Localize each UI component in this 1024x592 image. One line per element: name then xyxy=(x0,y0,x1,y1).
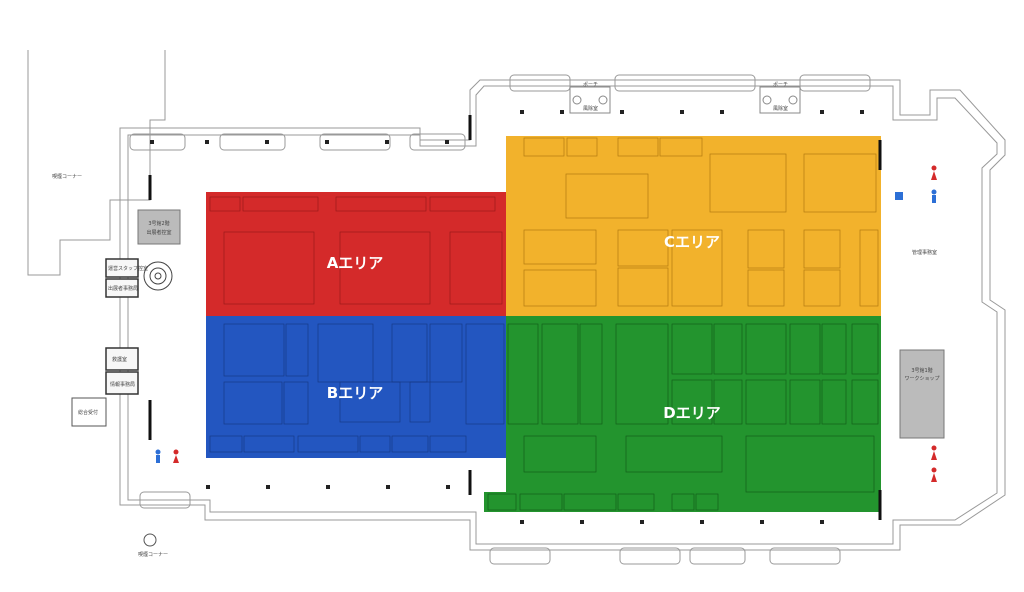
area-C[interactable]: Cエリア xyxy=(506,136,881,316)
office-3f-2-line1: 3号館2階 xyxy=(148,220,169,227)
restroom-icon-right-bottom xyxy=(931,445,937,482)
area-A-label: Aエリア xyxy=(327,254,384,272)
area-D[interactable]: Dエリア xyxy=(484,316,881,512)
restroom-icon-right-top xyxy=(895,165,937,203)
porch-right-label: ポーチ xyxy=(773,81,788,88)
office-3f-2-box xyxy=(137,209,181,245)
window-bays-top xyxy=(129,74,871,565)
office-small-2-label: 出展者事務局 xyxy=(108,285,138,292)
area-B[interactable]: Bエリア xyxy=(206,316,506,458)
restroom-icon-left xyxy=(155,449,179,463)
workshop-line1: 3号館1階 xyxy=(911,367,932,374)
spiral-staircase-icon xyxy=(143,261,173,291)
office-small-4-label: 情報事務局 xyxy=(110,381,135,388)
workshop-line2: ワークショップ xyxy=(904,376,939,382)
general-reception-label: 総合受付 xyxy=(78,409,98,416)
windbreak-left-label: 風除室 xyxy=(583,105,598,112)
area-A[interactable]: Aエリア xyxy=(206,192,506,316)
office-small-1-label: 運営スタッフ控室 xyxy=(108,265,148,272)
left-offices xyxy=(105,258,139,395)
wall-segments xyxy=(148,115,882,520)
management-office-label: 管理事務室 xyxy=(912,249,937,256)
smoking-corner-bottom-label: 喫煙コーナー xyxy=(138,551,168,558)
smoking-corner-left-label: 喫煙コーナー xyxy=(52,173,82,180)
area-B-label: Bエリア xyxy=(327,384,383,402)
porch-left-label: ポーチ xyxy=(583,81,598,88)
area-C-label: Cエリア xyxy=(664,233,720,251)
windbreak-right-label: 風除室 xyxy=(773,105,788,112)
office-small-3-label: 救護室 xyxy=(112,356,127,363)
porch-top xyxy=(569,86,801,114)
general-reception-box xyxy=(71,397,107,427)
workshop-box xyxy=(899,349,945,439)
area-D-label: Dエリア xyxy=(663,404,720,422)
pillars xyxy=(150,110,864,524)
smoking-icon xyxy=(143,533,157,547)
office-3f-2-line2: 出展者控室 xyxy=(146,229,171,236)
